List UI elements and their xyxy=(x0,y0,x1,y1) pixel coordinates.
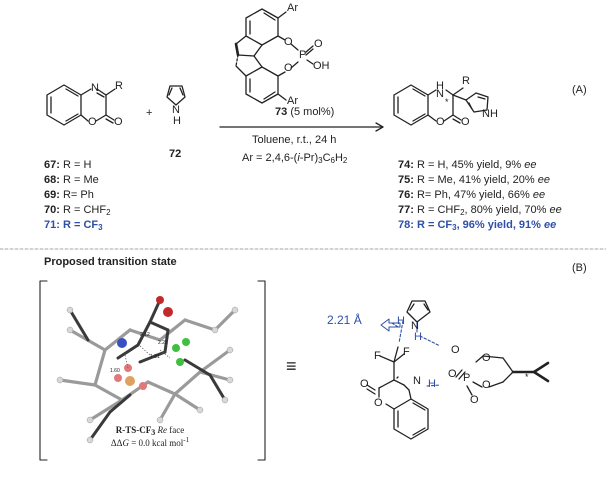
product-nh: H xyxy=(436,80,444,92)
pyrrole-n: N xyxy=(172,104,180,116)
product-item-highlight: 78: R = CF3, 96% yield, 91% ee xyxy=(398,219,557,232)
product-o-ring: O xyxy=(436,116,445,128)
substrate-r: R xyxy=(115,80,123,92)
substrate-item: 67: R = H xyxy=(44,159,92,171)
distance-pointer-icon xyxy=(380,318,401,332)
substrate-structure xyxy=(46,84,116,126)
hydrogen-bonds xyxy=(391,320,441,387)
product-r: R xyxy=(462,75,470,87)
catalyst-ar-bottom: Ar xyxy=(287,95,298,107)
ts-distance: 1.60 xyxy=(110,368,120,374)
catalyst-o-bottom: O xyxy=(284,62,293,74)
oxygen-atom xyxy=(114,374,122,382)
substrate-item: 68: R = Me xyxy=(44,174,99,186)
fluorine-atom xyxy=(176,358,184,366)
conditions-line1: Toluene, r.t., 24 h xyxy=(252,134,337,146)
product-item: 75: R = Me, 41% yield, 20% ee xyxy=(398,174,550,186)
ts-o-ring-top: O xyxy=(482,352,491,364)
substrate-list: 67: R = H 68: R = Me 69: R= Ph 70: R = C… xyxy=(44,158,111,233)
product-item: 74: R = H, 45% yield, 9% ee xyxy=(398,159,537,171)
ts-distance: 1.81 xyxy=(150,354,160,360)
product-n: N xyxy=(436,88,444,100)
product-item: 76: R= Ph, 47% yield, 66% ee xyxy=(398,189,546,201)
oxygen-atom xyxy=(156,296,164,304)
ts-o-double: O xyxy=(448,368,457,380)
ts-3d-model xyxy=(56,296,239,444)
ts-pyrrole-n: N xyxy=(411,320,419,332)
equivalence-sign: ≡ xyxy=(286,356,297,376)
catalyst-structure xyxy=(234,8,314,104)
ts-o-bottom: O xyxy=(470,394,479,406)
pyrrole-number: 72 xyxy=(169,148,182,160)
ts-o-carbonyl: O xyxy=(360,378,369,390)
ts-f-left: F xyxy=(374,350,381,362)
product-list: 74: R = H, 45% yield, 9% ee 75: R = Me, … xyxy=(398,158,562,233)
catalyst-ar-top: Ar xyxy=(287,2,298,14)
ts-h-ch: H xyxy=(397,315,405,327)
ts-o-right: O xyxy=(482,379,491,391)
ts-2d-scheme xyxy=(366,300,550,440)
substrate-o-ring: O xyxy=(88,116,97,128)
ts-o-ring: O xyxy=(374,397,383,409)
ts-caption: R-TS-CF3 Re face ΔΔG = 0.0 kcal mol-1 xyxy=(110,425,190,448)
ts-pyrrole-h: H xyxy=(414,331,422,343)
right-bracket xyxy=(257,280,266,461)
ts-n-imine: N xyxy=(413,375,421,387)
catalyst-label: 73 (5 mol%) xyxy=(275,106,335,118)
ts-o-top: O xyxy=(451,344,460,356)
ts-h-oh: H xyxy=(428,378,436,390)
product-pyrrole-nh: NH xyxy=(482,108,498,120)
proposed-ts-heading: Proposed transition state xyxy=(44,256,177,268)
fluorine-atom xyxy=(172,344,180,352)
distance-label: 2.21 Å xyxy=(327,313,362,327)
product-o-carbonyl: O xyxy=(461,116,470,128)
phosphorus-atom xyxy=(125,376,135,386)
product-structure xyxy=(393,84,489,126)
pyrrole-h: H xyxy=(173,115,181,127)
fluorine-atom xyxy=(182,338,190,346)
panel-b-label: (B) xyxy=(572,262,587,274)
ts-f-right: F xyxy=(403,346,410,358)
plus-sign: + xyxy=(146,107,153,119)
product-item: 77: R = CHF2, 80% yield, 70% ee xyxy=(398,204,562,217)
substrate-item: 70: R = CHF2 xyxy=(44,204,111,217)
oxygen-atom xyxy=(139,382,147,390)
catalyst-p: P xyxy=(299,49,307,61)
panel-a-label: (A) xyxy=(572,84,587,96)
left-bracket xyxy=(39,280,48,461)
oxygen-atom xyxy=(163,307,173,317)
substrate-n: N xyxy=(91,82,99,94)
ts-distance: 2.21 xyxy=(158,340,168,346)
ts-stereocenter: * xyxy=(525,372,529,382)
catalyst-o-top: O xyxy=(284,36,293,48)
conditions-ar-definition: Ar = 2,4,6-(i-Pr)3C6H2 xyxy=(242,152,348,165)
pyrrole-structure xyxy=(166,85,186,106)
substrate-item-highlight: 71: R = CF3 xyxy=(44,219,103,232)
substrate-item: 69: R= Ph xyxy=(44,189,94,201)
catalyst-oh: OH xyxy=(313,60,330,72)
ts-distance: 2.12 xyxy=(140,332,150,338)
product-stereocenter: * xyxy=(445,97,449,107)
substrate-o-carbonyl: O xyxy=(114,116,123,128)
ts-p: P xyxy=(463,372,471,384)
catalyst-o-double: O xyxy=(314,38,323,50)
nitrogen-atom xyxy=(117,338,127,348)
